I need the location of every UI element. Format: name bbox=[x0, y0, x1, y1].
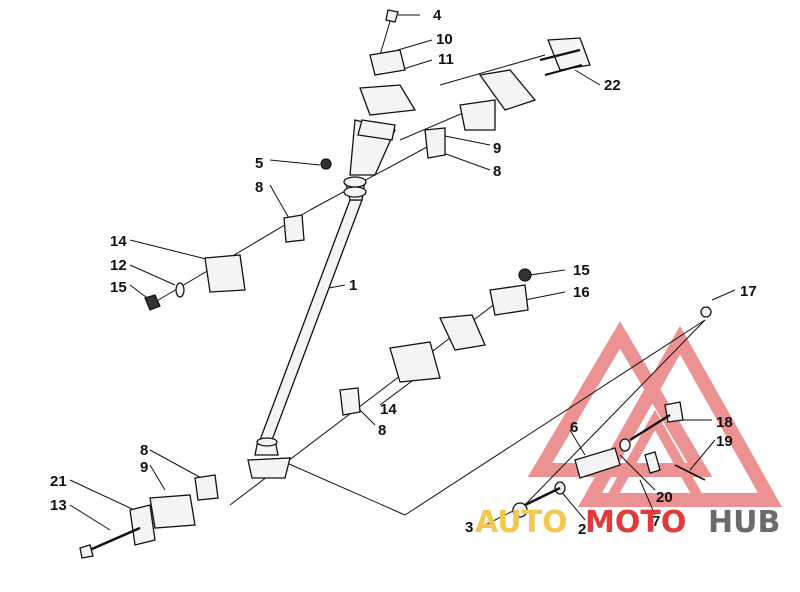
callout-label: 21 bbox=[50, 473, 67, 490]
watermark-logo bbox=[527, 321, 782, 507]
callout-label: 13 bbox=[50, 497, 67, 514]
callout-label: 22 bbox=[604, 77, 621, 94]
callout-label: 14 bbox=[380, 401, 397, 418]
callout-label: 8 bbox=[378, 422, 386, 439]
callout-label: 3 bbox=[465, 519, 473, 536]
watermark-text: AUTO MOTO HUB bbox=[475, 505, 780, 540]
callout-labels: 4 10 11 22 5 9 8 8 14 12 15 1 15 16 17 1… bbox=[50, 7, 757, 538]
callout-label: 1 bbox=[349, 277, 357, 294]
callout-label: 18 bbox=[716, 414, 733, 431]
callout-label: 10 bbox=[436, 31, 453, 48]
lower-right-plates bbox=[439, 268, 532, 351]
callout-label: 14 bbox=[110, 233, 127, 250]
callout-label: 19 bbox=[716, 433, 733, 450]
callout-label: 2 bbox=[578, 521, 586, 538]
callout-label: 5 bbox=[255, 155, 263, 172]
left-block-assembly bbox=[144, 214, 305, 311]
callout-label: 17 bbox=[740, 283, 757, 300]
nut-5 bbox=[320, 158, 332, 170]
callout-label: 6 bbox=[570, 419, 578, 436]
callout-label: 9 bbox=[140, 459, 148, 476]
callout-label: 7 bbox=[652, 513, 660, 530]
steering-shaft bbox=[247, 119, 396, 479]
callout-label: 16 bbox=[573, 284, 590, 301]
callout-label: 8 bbox=[140, 442, 148, 459]
watermark-part2: MOTO bbox=[585, 505, 686, 540]
callout-label: 15 bbox=[573, 262, 590, 279]
callout-label: 20 bbox=[656, 489, 673, 506]
upper-blocks bbox=[359, 9, 417, 116]
callout-label: 4 bbox=[433, 7, 442, 24]
callout-label: 8 bbox=[493, 163, 501, 180]
callout-label: 15 bbox=[110, 279, 127, 296]
clamp-plate-upper bbox=[478, 37, 591, 111]
bottom-left-assembly bbox=[79, 474, 219, 559]
callout-label: 12 bbox=[110, 257, 127, 274]
lower-block-assembly bbox=[339, 341, 441, 416]
tie-rod-assembly bbox=[512, 306, 712, 518]
watermark-part3: HUB bbox=[708, 505, 780, 540]
watermark-part1: AUTO bbox=[475, 505, 568, 540]
callout-label: 8 bbox=[255, 179, 263, 196]
callout-label: 11 bbox=[438, 51, 454, 68]
bushings-upper bbox=[424, 99, 496, 159]
callout-label: 9 bbox=[493, 140, 501, 157]
